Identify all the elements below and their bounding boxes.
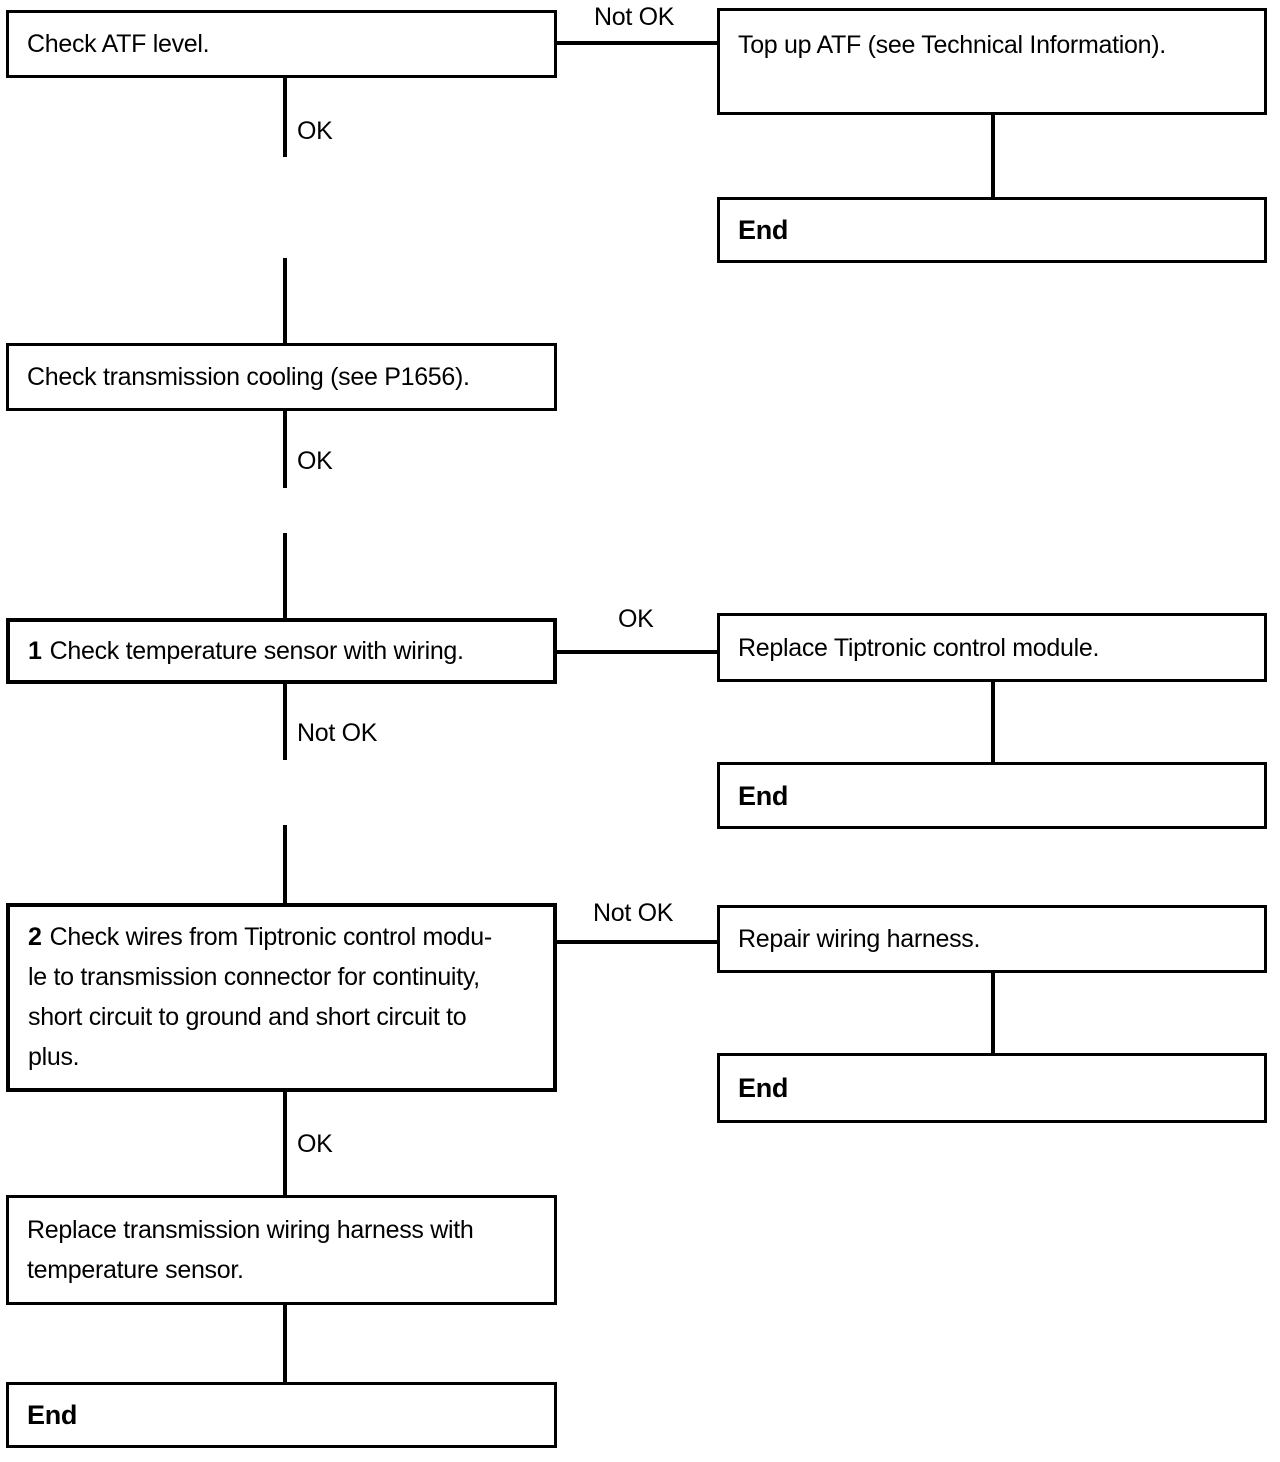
- edge-label-wires-not-ok: Not OK: [593, 899, 674, 927]
- connector-wires-to-repair: [557, 940, 717, 944]
- end-label: End: [27, 1400, 78, 1430]
- flow-box-replace-tiptronic-text: Replace Tiptronic control module.: [738, 633, 1100, 662]
- flow-box-check-atf: Check ATF level.: [6, 10, 557, 78]
- connector-topup-to-end: [991, 115, 995, 197]
- flow-box-replace-harness: Replace transmission wiring harness with…: [6, 1195, 557, 1305]
- flow-box-check-atf-text: Check ATF level.: [27, 30, 210, 58]
- connector-repair-to-end: [991, 973, 995, 1053]
- connector-atf-to-topup: [557, 41, 717, 45]
- flow-box-check-temp-sensor-text: Check temperature sensor with wiring.: [49, 637, 464, 665]
- edge-label-temp-sensor-ok: OK: [618, 605, 654, 633]
- edge-label-atf-not-ok: Not OK: [594, 3, 675, 31]
- flow-box-top-up-atf-text: Top up ATF (see Technical Information).: [738, 31, 1166, 59]
- flow-box-end-mid-right: End: [717, 762, 1267, 829]
- connector-cooling-to-temp-lower: [283, 533, 287, 618]
- edge-label-temp-sensor-not-ok: Not OK: [297, 719, 378, 747]
- connector-tiptronic-to-end: [991, 682, 995, 762]
- flow-box-repair-harness: Repair wiring harness.: [717, 905, 1267, 973]
- flow-box-top-up-atf: Top up ATF (see Technical Information).: [717, 8, 1267, 115]
- connector-cooling-to-temp-upper: [283, 411, 287, 488]
- connector-replace-harness-to-end: [283, 1305, 287, 1382]
- connector-atf-to-cooling-lower: [283, 258, 287, 343]
- edge-label-wires-ok: OK: [297, 1130, 333, 1158]
- edge-label-cooling-ok: OK: [297, 447, 333, 475]
- flow-box-replace-tiptronic: Replace Tiptronic control module.: [717, 613, 1267, 682]
- connector-wires-to-replace-harness: [283, 1092, 287, 1195]
- connector-temp-to-tiptronic: [557, 650, 717, 654]
- flow-box-check-wires-text: Check wires from Tiptronic control modu-…: [28, 923, 492, 1071]
- connector-atf-to-cooling-upper: [283, 78, 287, 157]
- end-label: End: [738, 780, 789, 811]
- connector-temp-to-wires-lower: [283, 825, 287, 903]
- connector-temp-to-wires-upper: [283, 684, 287, 760]
- flow-box-check-cooling: Check transmission cooling (see P1656).: [6, 343, 557, 411]
- end-label: End: [738, 215, 789, 245]
- flow-box-repair-harness-text: Repair wiring harness.: [738, 925, 981, 953]
- flow-box-end-bottom-left: End: [6, 1382, 557, 1448]
- end-label: End: [738, 1073, 789, 1103]
- flow-box-replace-harness-text: Replace transmission wiring harness with…: [27, 1216, 474, 1284]
- flow-box-end-lower-right: End: [717, 1053, 1267, 1123]
- flow-box-check-cooling-text: Check transmission cooling (see P1656).: [27, 363, 470, 391]
- flow-box-end-top-right: End: [717, 197, 1267, 263]
- edge-label-atf-ok: OK: [297, 117, 333, 145]
